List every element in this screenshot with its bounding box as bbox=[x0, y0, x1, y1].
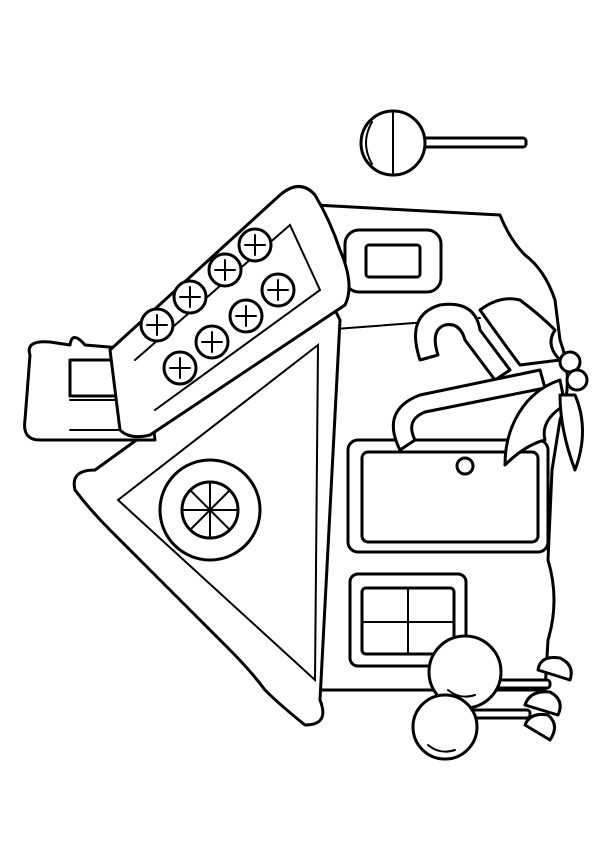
door-knob bbox=[455, 456, 475, 476]
holly-berry bbox=[565, 368, 589, 392]
roof-candies bbox=[139, 227, 296, 386]
gumdrop bbox=[523, 690, 562, 717]
candy-cane-lower bbox=[391, 368, 547, 452]
lollipop-top bbox=[359, 109, 528, 177]
lollipops-bottom bbox=[411, 634, 573, 761]
house-front-gable bbox=[72, 298, 342, 727]
holly-leaves bbox=[478, 297, 589, 472]
candy-cane-upper bbox=[414, 302, 512, 382]
gumdrop bbox=[523, 713, 556, 742]
gumdrop bbox=[536, 656, 573, 682]
window-top bbox=[343, 228, 443, 294]
